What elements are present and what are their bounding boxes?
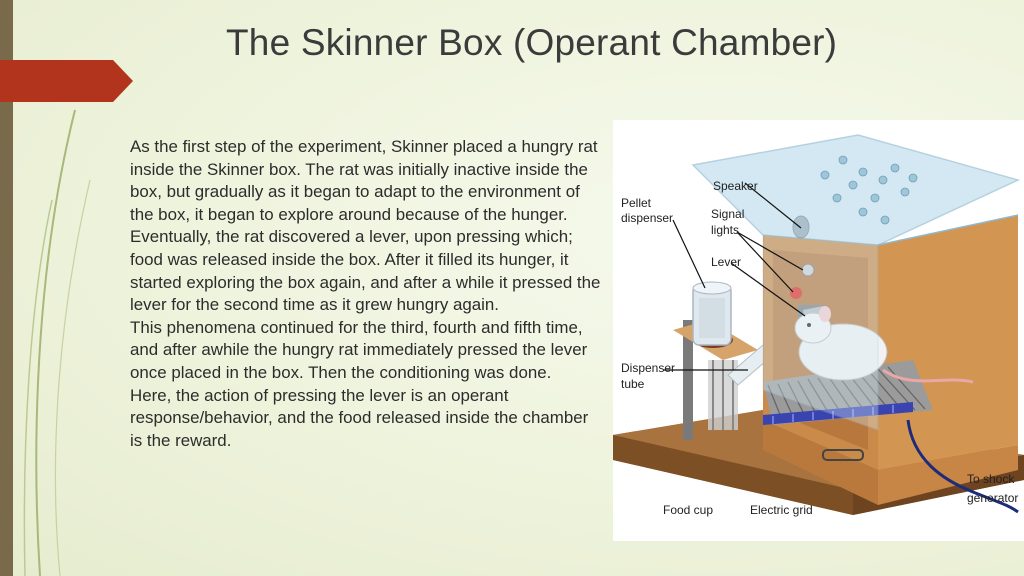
label-speaker: Speaker [713,179,758,193]
title-accent-tab [0,60,133,102]
label-dispenser-tube-2: tube [621,377,645,391]
label-to-shock: To shock [967,472,1015,486]
label-lights: lights [711,223,739,237]
paragraph-2: This phenomena continued for the third, … [130,317,588,382]
body-text: As the first step of the experiment, Ski… [130,136,604,452]
paragraph-1: As the first step of the experiment, Ski… [130,137,601,315]
label-food-cup: Food cup [663,503,713,517]
label-dispenser: dispenser [621,211,673,225]
paragraph-3: Here, the action of pressing the lever i… [130,385,589,450]
label-generator: generator [967,491,1018,505]
label-signal: Signal [711,207,744,221]
skinner-box-illustration: Speaker Pellet dispenser Signal lights L… [613,134,1024,517]
skinner-box-diagram: Speaker Pellet dispenser Signal lights L… [613,120,1024,541]
label-dispenser-tube-1: Dispenser [621,361,675,375]
slide-title: The Skinner Box (Operant Chamber) [226,22,838,63]
label-lever: Lever [711,255,741,269]
left-accent-bar [0,0,13,576]
label-electric-grid: Electric grid [750,503,813,517]
label-pellet: Pellet [621,196,652,210]
